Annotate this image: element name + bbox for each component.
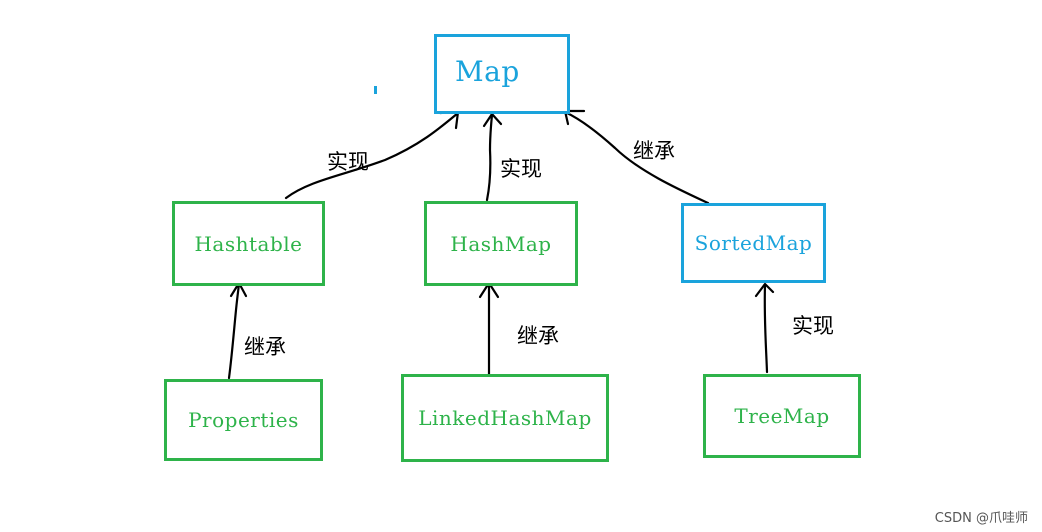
arrowhead-treemap-to-sortedmap [754,282,775,298]
properties-label: Properties [188,408,299,432]
arrowhead-hashmap-to-map [482,112,503,128]
edge-label-hashmap-map: 实现 [500,157,542,181]
stray-mark [374,86,377,94]
linkedhashmap-label: LinkedHashMap [418,406,592,430]
properties-node: Properties [164,379,323,461]
treemap-label: TreeMap [734,404,830,428]
arrow-treemap-to-sortedmap [763,283,769,374]
arrow-hashmap-to-map [485,113,494,202]
arrow-properties-to-hashtable [227,282,241,380]
hashtable-node: Hashtable [172,201,325,286]
edge-label-treemap-sortedmap: 实现 [792,314,834,338]
sortedmap-label: SortedMap [694,231,813,255]
watermark: CSDN @爪哇师 [934,511,1028,526]
edge-label-sortedmap-map: 继承 [633,139,675,163]
hashmap-node: HashMap [424,201,578,286]
linkedhashmap-node: LinkedHashMap [401,374,609,462]
arrow-sortedmap-to-map [563,110,710,205]
arrow-hashtable-to-map [284,111,460,200]
hashmap-label: HashMap [450,231,552,256]
sortedmap-node: SortedMap [681,203,826,283]
map-node: Map [434,34,570,114]
map-label: Map [455,54,520,88]
edge-label-properties-hashtable: 继承 [244,335,286,359]
hashtable-label: Hashtable [194,231,303,256]
edge-label-linkedhashmap-hashmap: 继承 [517,324,559,348]
treemap-node: TreeMap [703,374,861,458]
edge-label-hashtable-map: 实现 [327,150,369,174]
